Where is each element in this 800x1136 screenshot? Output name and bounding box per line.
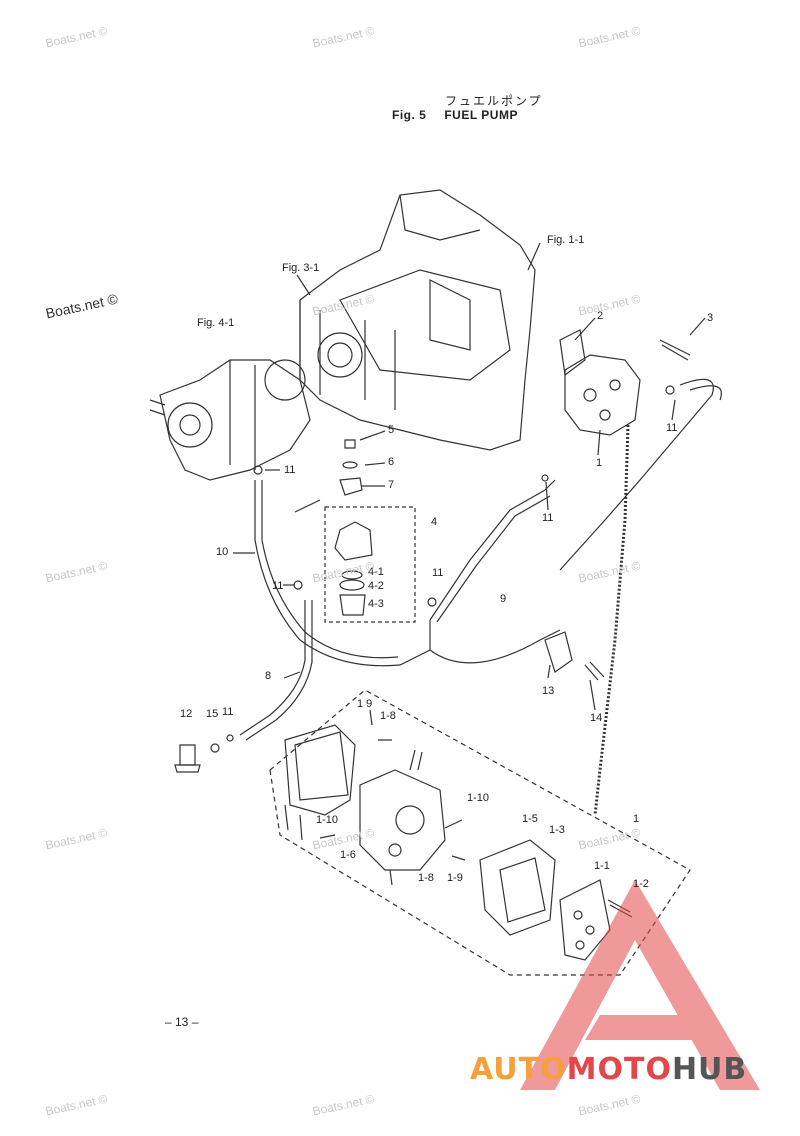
part-label: 4-2 <box>368 580 384 592</box>
pump-cover <box>559 879 611 961</box>
logo-part-moto: MOTO <box>566 1052 672 1087</box>
part-label: 1-6 <box>340 849 356 861</box>
part-label: 6 <box>388 456 395 468</box>
hose-10 <box>254 480 431 667</box>
hose-9 <box>429 479 556 621</box>
part-label: 1 <box>596 457 603 469</box>
figure-title: Fig. 5 FUEL PUMP <box>392 108 518 122</box>
ref-fig-3-1: Fig. 3-1 <box>282 262 320 274</box>
part-label: 1-10 <box>467 792 490 804</box>
part-label: 1 <box>633 813 640 825</box>
part-label: 11 <box>222 706 234 718</box>
part-label: 14 <box>590 712 603 724</box>
part-label: 9 <box>500 593 507 605</box>
logo-part-auto: AUTO <box>470 1052 567 1087</box>
carburetor-outline <box>159 359 311 481</box>
automotohub-logo: AUTOMOTOHUB <box>470 1052 747 1087</box>
part-label: 4 <box>431 516 438 528</box>
logo-part-hub: HUB <box>671 1052 748 1087</box>
title-japanese: フュエルポンプ <box>445 94 543 108</box>
page-number: – 13 – <box>165 1015 199 1029</box>
ref-fig-1-1: Fig. 1-1 <box>547 234 585 246</box>
figure-name: FUEL PUMP <box>444 108 518 122</box>
part-label: 11 <box>542 512 554 524</box>
part-label: 1-5 <box>522 813 538 825</box>
pump-exploded-outline <box>269 689 691 976</box>
part-label: 11 <box>284 464 296 476</box>
part-label: 12 <box>180 708 193 720</box>
ref-fig-4-1: Fig. 4-1 <box>197 317 235 329</box>
part-label: 11 <box>432 567 444 579</box>
primer-line <box>593 424 630 816</box>
part-label: 8 <box>265 670 272 682</box>
part-label: 1-9 <box>447 872 463 884</box>
hose-8 <box>239 600 306 736</box>
part-label: 13 <box>542 685 555 697</box>
engine-block-outline <box>299 189 536 451</box>
hose-right <box>559 378 714 571</box>
part-label: 5 <box>388 424 395 436</box>
part-label: 1-3 <box>549 824 565 836</box>
part-label: 11 <box>666 422 678 434</box>
diaphragm-1-5 <box>479 839 556 936</box>
diaphragm-plate-left <box>284 724 356 816</box>
part-label: 4-1 <box>368 566 384 578</box>
part-label: 7 <box>388 479 395 491</box>
part-label: 1-8 <box>380 710 396 722</box>
figure-number: Fig. 5 <box>392 108 427 122</box>
part-label: 1-8 <box>418 872 434 884</box>
pump-body <box>359 769 446 871</box>
part-label: 1-10 <box>316 814 339 826</box>
fuel-filter <box>334 521 373 561</box>
part-label: 11 <box>272 580 284 592</box>
part-label: 1-1 <box>594 860 610 872</box>
part-label: 3 <box>707 312 714 324</box>
part-label: 15 <box>206 708 219 720</box>
part-label: 2 <box>597 310 604 322</box>
fuel-pump-upper <box>564 354 641 436</box>
logo-triangle <box>520 880 760 1090</box>
part-label: 1-2 <box>633 878 649 890</box>
part-label: 10 <box>216 546 229 558</box>
part-label: 4-3 <box>368 598 384 610</box>
part-label: 1 9 <box>357 698 373 710</box>
